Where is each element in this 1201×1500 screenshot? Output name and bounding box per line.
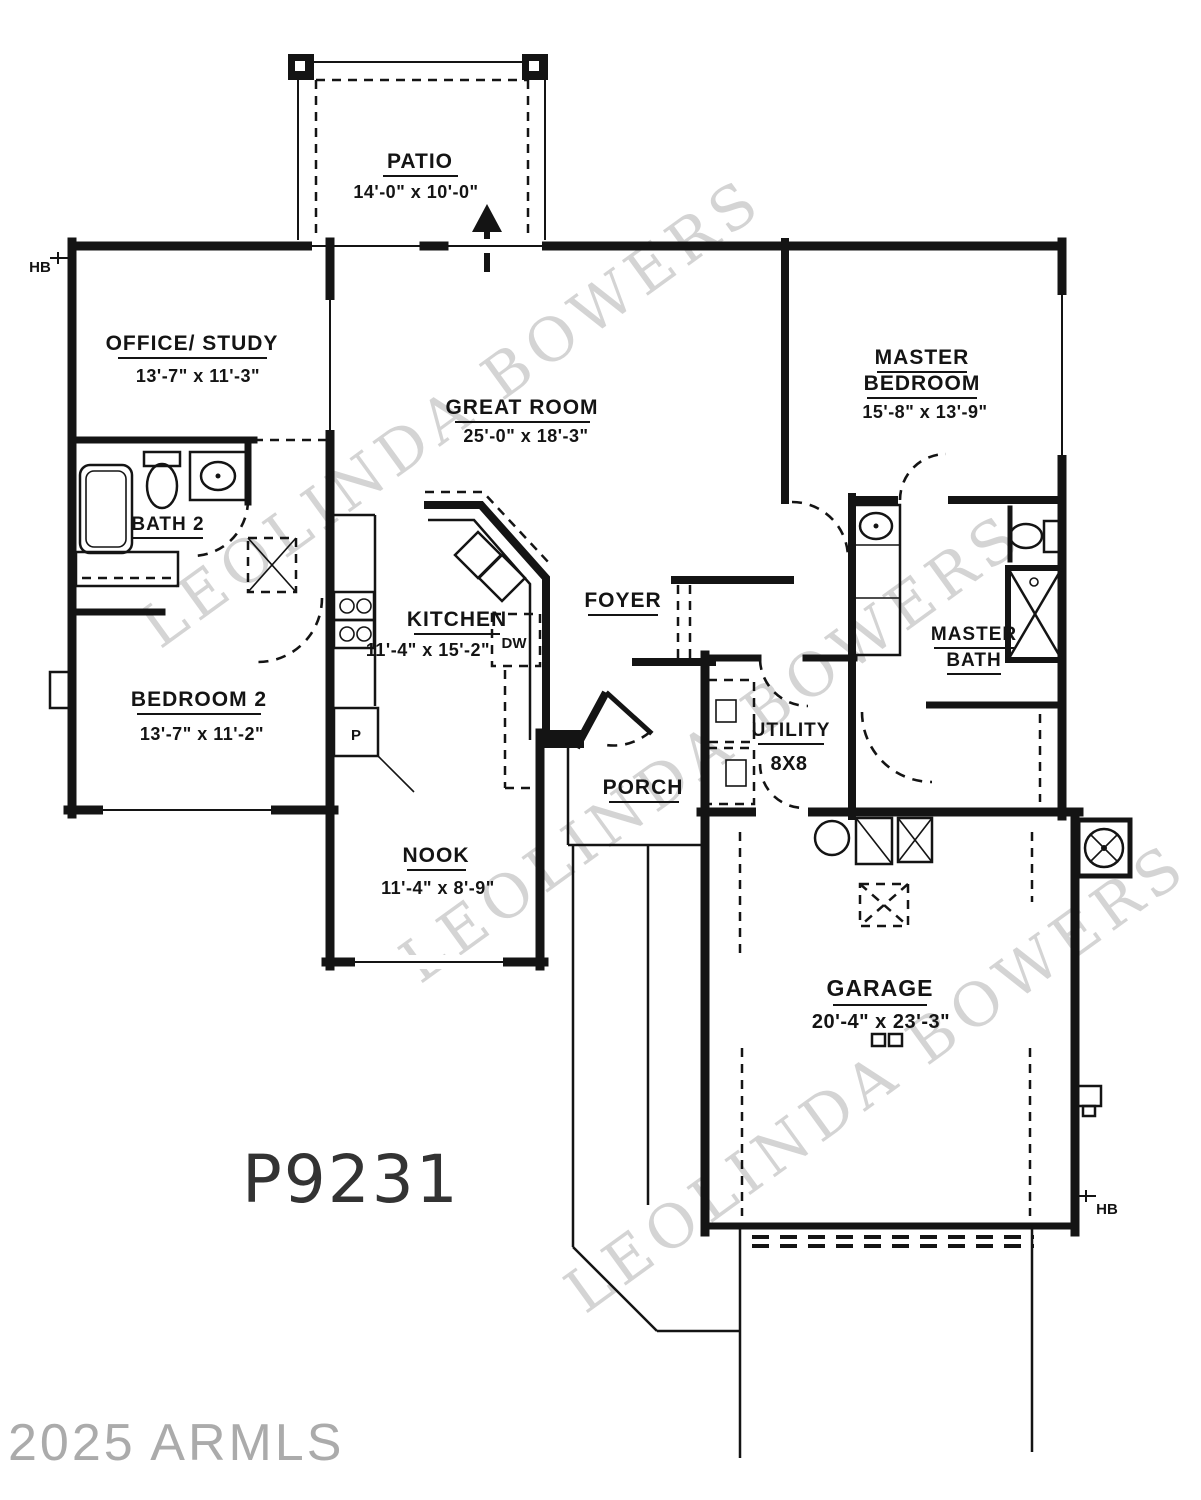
plan-number: P9231 (242, 1141, 460, 1218)
bedroom-2: BEDROOM 2 13'-7" x 11'-2" (48, 597, 324, 744)
hose-bib-label: HB (29, 259, 51, 276)
sink (858, 511, 894, 541)
copyright-armls: 2025 ARMLS (8, 1414, 344, 1472)
porch: PORCH (566, 746, 705, 847)
kitchen-dims: 11'-4" x 15'-2" (366, 640, 490, 660)
meter-box (1075, 1084, 1103, 1118)
office-dims: 13'-7" x 11'-3" (136, 366, 260, 386)
laundry-tub (813, 819, 851, 857)
nook-dims: 11'-4" x 8'-9" (381, 878, 495, 898)
stove (332, 590, 376, 650)
kitchen: P DW KITCHEN 11'-4" x 15'-2" (332, 490, 551, 793)
exterior-walls (63, 237, 1084, 1248)
master-bath-label-2: BATH (946, 650, 1001, 671)
vanity (74, 550, 180, 588)
washer (854, 816, 894, 866)
bath2-door-arc (191, 499, 250, 558)
garage-dims: 20'-4" x 23'-3" (812, 1011, 950, 1033)
bedroom2-door-arc (257, 597, 324, 664)
toilet-tank (1042, 519, 1063, 554)
nook: NOOK 11'-4" x 8'-9" (381, 844, 495, 898)
utility-dims: 8X8 (770, 753, 807, 775)
utility: UTILITY 8X8 (706, 659, 831, 810)
vanity (850, 503, 902, 657)
linen-closet (246, 536, 298, 594)
kitchen-label: KITCHEN (407, 608, 507, 631)
great-room: GREAT ROOM 25'-0" x 18'-3" (445, 396, 598, 446)
bedroom2-label: BEDROOM 2 (131, 688, 267, 711)
porch-label: PORCH (603, 776, 684, 799)
kitchen-sink (453, 530, 527, 603)
master-bedroom-label-2: BEDROOM (864, 372, 981, 395)
garage-label: GARAGE (827, 975, 934, 1001)
toilet (1008, 522, 1044, 550)
foyer-label: FOYER (584, 589, 661, 612)
toilet (145, 462, 179, 510)
bath2-label: BATH 2 (131, 514, 204, 535)
dishwasher-label: DW (502, 635, 528, 652)
hose-bib-label: HB (1096, 1201, 1118, 1218)
office-study: OFFICE/ STUDY 13'-7" x 11'-3" (68, 332, 330, 444)
toilet-tank (142, 450, 182, 468)
foyer: FOYER (584, 585, 692, 747)
pantry-label: P (351, 727, 361, 744)
bathtub (78, 463, 134, 555)
watermark-text: LEOLINDA BOWERS (553, 829, 1201, 1327)
master-bedroom: MASTER BEDROOM 15'-8" x 13'-9" (791, 346, 987, 559)
utility-label: UTILITY (752, 720, 831, 741)
office-label: OFFICE/ STUDY (106, 332, 279, 355)
master-bath: MASTER BATH (850, 503, 1065, 802)
master-bath-door-arc (898, 452, 947, 501)
bath-2: BATH 2 (68, 436, 298, 616)
pantry: P (332, 706, 415, 793)
water-heater-pad (858, 882, 910, 928)
window-box (48, 670, 74, 710)
patio: PATIO 14'-0" x 10'-0" (288, 54, 548, 272)
hose-bib-top-left: HB (29, 252, 72, 276)
hose-bib-garage: HB (1075, 1190, 1118, 1218)
master-bedroom-door-arc (791, 500, 850, 559)
walkway-driveway (571, 845, 1034, 1458)
dishwasher: DW (490, 612, 542, 668)
master-bedroom-dims: 15'-8" x 13'-9" (862, 402, 987, 422)
ac-unit (1075, 817, 1133, 879)
great-room-label: GREAT ROOM (445, 396, 598, 419)
bedroom2-dims: 13'-7" x 11'-2" (140, 724, 264, 744)
master-bedroom-label-1: MASTER (875, 346, 970, 369)
garage: GARAGE 20'-4" x 23'-3" (738, 816, 1133, 1216)
sink-cabinet (188, 450, 248, 502)
patio-dims: 14'-0" x 10'-0" (353, 182, 478, 202)
kitchen-peninsula-wall (424, 501, 550, 741)
master-bath-label-1: MASTER (931, 624, 1017, 645)
front-door (599, 690, 654, 747)
utility-door-arc (758, 659, 809, 708)
great-room-dims: 25'-0" x 18'-3" (463, 426, 588, 446)
utility-garage-door-arc (758, 763, 805, 810)
dryer (896, 816, 934, 864)
patio-label: PATIO (387, 150, 453, 173)
nook-label: NOOK (403, 844, 470, 867)
entry-arrow-icon (472, 204, 502, 272)
shower (1005, 565, 1065, 663)
closet-door-arc (860, 711, 933, 784)
utility-closet (706, 678, 756, 806)
sink (199, 460, 237, 492)
